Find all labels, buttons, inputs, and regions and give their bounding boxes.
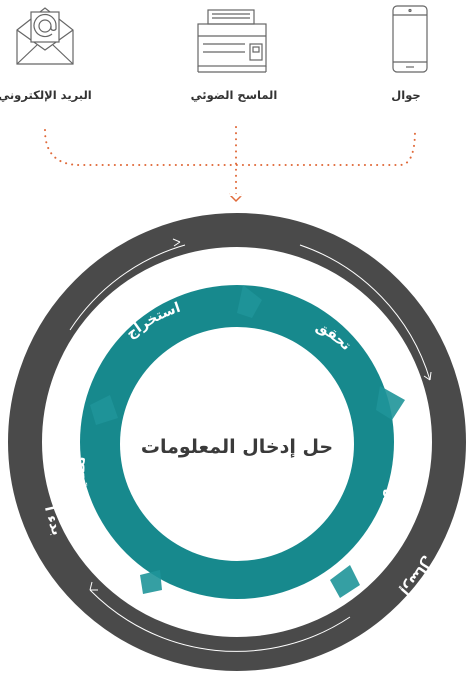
source-email: البريد الإلكتروني [0,0,100,120]
mobile-phone-icon [392,5,428,73]
svg-text:تصنيف: تصنيف [72,456,91,506]
source-mobile: جوال [351,0,461,120]
outer-label-top: لعملية [216,184,260,201]
scanner-icon [197,9,267,73]
stage-enrich: زيادة [376,489,396,525]
center-title: حل إدخال المعلومات [141,436,333,458]
connector-lines [44,126,416,196]
outer-ring [8,213,466,671]
stage-classify: تصنيف [72,456,91,506]
source-scanner: الماسح الضوئي [179,0,289,120]
center-circle [120,327,354,561]
inner-ring-chevrons [90,285,405,598]
stage-merge: إدماج [220,601,253,616]
connector-arrow-icon [228,193,244,203]
outer-ring-arrows [69,238,432,652]
svg-text:زيادة: زيادة [376,489,396,525]
envelope-icon [16,7,74,65]
svg-text:لعملية: لعملية [216,184,260,201]
source-mobile-label: جوال [391,88,421,102]
source-scanner-label: الماسح الضوئي [190,88,278,102]
source-email-label: البريد الإلكتروني [0,88,92,102]
